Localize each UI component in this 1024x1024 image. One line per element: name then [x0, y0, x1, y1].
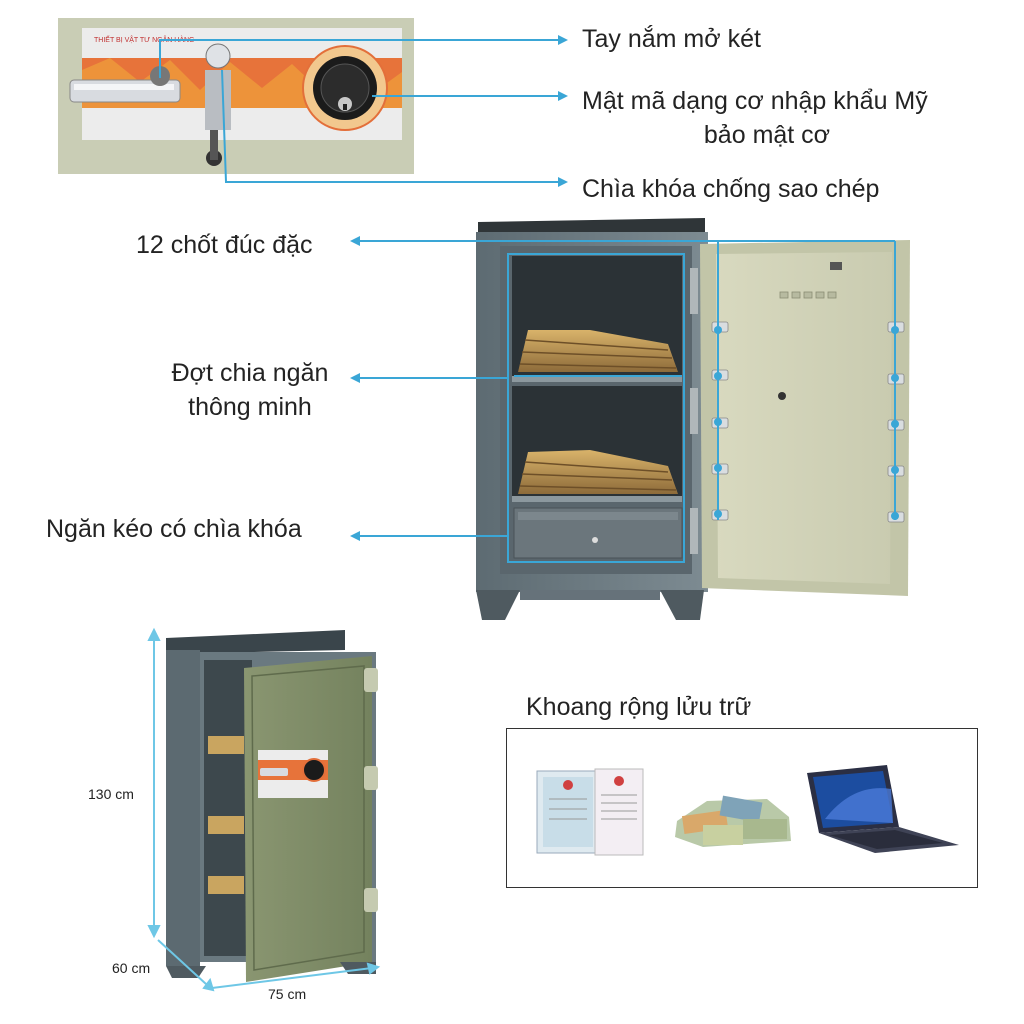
callout-arrowheads [350, 35, 899, 541]
callout-drawer: Ngăn kéo có chìa khóa [46, 515, 302, 543]
callout-combo-line2: bảo mật cơ [703, 121, 831, 149]
dimension-depth: 60 cm [112, 960, 151, 976]
storage-items-box [506, 728, 978, 888]
storage-title: Khoang rộng lửu trữ [526, 693, 752, 721]
closed-safe-photo [147, 627, 381, 992]
callout-bolts: 12 chốt đúc đặc [136, 231, 313, 259]
callout-handle: Tay nắm mở két [582, 25, 761, 53]
dimension-height: 130 cm [88, 786, 134, 802]
money-bundles-icon [675, 795, 791, 847]
laptop-icon [807, 765, 959, 853]
callout-key: Chìa khóa chống sao chép [582, 175, 880, 203]
lock-closeup-photo: THIẾT BỊ VẬT TƯ NGÂN HÀNG [58, 18, 414, 174]
documents-icon [536, 768, 644, 856]
svg-text:THIẾT BỊ VẬT TƯ NGÂN HÀNG: THIẾT BỊ VẬT TƯ NGÂN HÀNG [94, 34, 195, 44]
open-safe-photo [476, 218, 910, 620]
callout-combo-line1: Mật mã dạng cơ nhập khẩu Mỹ [582, 87, 928, 115]
money-stack-upper [518, 330, 678, 372]
callout-shelf-line2: thông minh [188, 393, 312, 421]
money-stack-lower [518, 450, 678, 494]
callout-shelf-line1: Đợt chia ngăn [171, 359, 329, 387]
dimension-width: 75 cm [268, 986, 307, 1002]
